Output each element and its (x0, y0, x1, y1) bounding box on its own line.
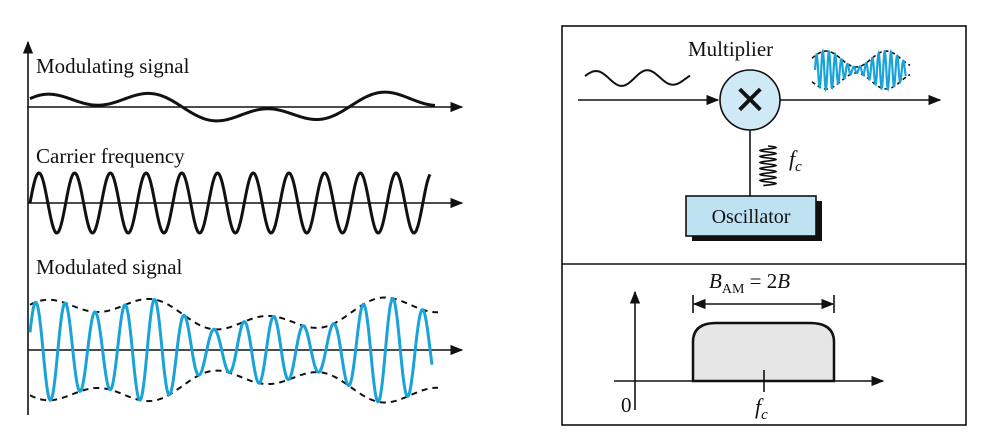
right-panel-frame (561, 25, 967, 426)
multiplier-label: Multiplier (688, 37, 773, 61)
envelope-upper (29, 296, 439, 331)
carrier-frequency-label: Carrier frequency (36, 144, 185, 168)
oscillator-label: Oscillator (712, 206, 791, 228)
spectrum-fc-label: fc (755, 394, 768, 423)
envelope-lower (29, 369, 439, 404)
output-am-signal-icon (813, 48, 907, 93)
bandwidth-label: BAM = 2B (709, 269, 790, 297)
fc-label: fc (789, 146, 802, 175)
output-envelope-upper (811, 50, 911, 68)
modulated-signal-label: Modulated signal (36, 255, 183, 279)
multiplier-cross-icon: ✕ (733, 78, 767, 124)
carrier-waveform (28, 171, 432, 235)
modulating-waveform (29, 90, 436, 123)
left-panel: Modulating signal Carrier frequency Modu… (22, 40, 464, 415)
modulating-signal-label: Modulating signal (36, 54, 190, 78)
oscillator-box (685, 195, 817, 237)
modulated-waveform (28, 296, 434, 404)
right-panel: Multiplier ✕ fc Oscillator BAM = 2B 0 fc (561, 25, 967, 426)
am-spectrum-band (691, 321, 836, 383)
carrier-feed-icon (758, 145, 778, 187)
origin-label: 0 (621, 393, 632, 417)
input-signal-icon (584, 69, 691, 87)
